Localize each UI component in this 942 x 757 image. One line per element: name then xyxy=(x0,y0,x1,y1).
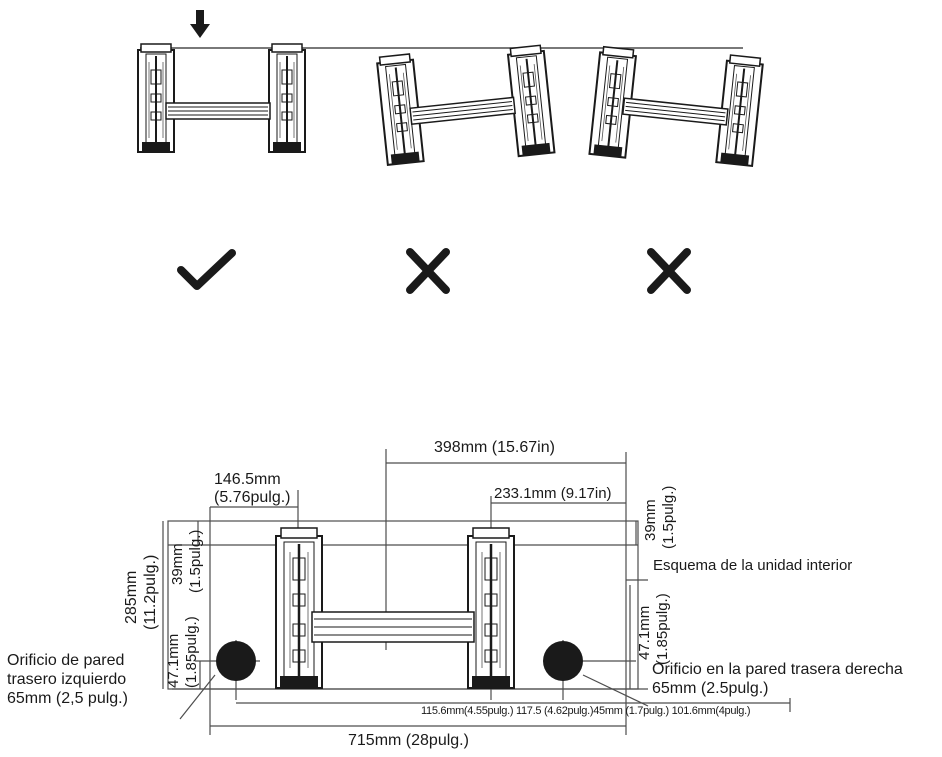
dim-285-in: (11.2pulg.) xyxy=(142,554,159,630)
dimension-lines xyxy=(162,449,791,735)
dim-39-right-in: (1.5pulg.) xyxy=(660,485,677,549)
dim-285-mm: 285mm xyxy=(123,570,140,624)
dim-47-1-right-mm: 47.1mm xyxy=(636,605,653,660)
check-icon xyxy=(177,249,236,290)
dim-47-1-left-mm: 47.1mm xyxy=(165,633,182,688)
cross-icon-2 xyxy=(647,248,691,294)
right-hole-label-1: Orificio en la pared trasera derecha xyxy=(652,661,903,678)
left-hole-label-1: Orificio de pared xyxy=(7,652,125,669)
dim-47-1-right-in: (1.85pulg.) xyxy=(654,593,671,665)
unit-level xyxy=(137,43,306,153)
indoor-unit-plan xyxy=(274,526,516,690)
down-arrow-icon xyxy=(190,10,210,38)
dim-39-left-in: (1.5pulg.) xyxy=(187,529,204,593)
dim-47-1-left-in: (1.85pulg.) xyxy=(183,616,200,688)
left-hole-label-2: trasero izquierdo xyxy=(7,671,127,688)
unit-tilted-left xyxy=(588,45,765,167)
dim-bottom-row: 115.6mm(4.55pulg.) 117.5 (4.62pulg.)45mm… xyxy=(421,705,751,717)
unit-tilted-right xyxy=(375,43,556,166)
indoor-outline-label: Esquema de la unidad interior xyxy=(653,557,853,574)
cross-icon xyxy=(406,248,450,294)
right-hole-label-2: 65mm (2.5pulg.) xyxy=(652,680,769,697)
left-wall-hole xyxy=(216,641,256,681)
dim-39-right-mm: 39mm xyxy=(642,499,659,541)
dim-146-5-mm: 146.5mm xyxy=(214,471,281,488)
dim-39-left-mm: 39mm xyxy=(169,543,186,585)
left-hole-label-3: 65mm (2,5 pulg.) xyxy=(7,690,128,707)
dim-398: 398mm (15.67in) xyxy=(434,439,555,456)
dim-715: 715mm (28pulg.) xyxy=(348,732,469,749)
dim-233-1: 233.1mm (9.17in) xyxy=(494,485,612,502)
dim-146-5-in: (5.76pulg.) xyxy=(214,489,291,506)
right-wall-hole xyxy=(543,641,583,681)
